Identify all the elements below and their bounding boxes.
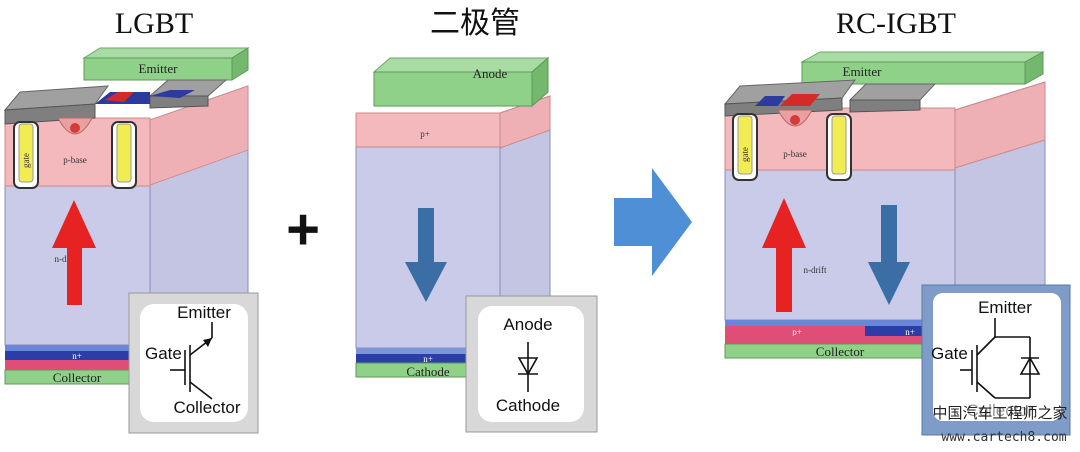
- igbt-emitter-label: Emitter: [139, 61, 179, 76]
- rc-igbt-ndrift-label: n-drift: [804, 265, 827, 275]
- igbt-nplus-label: n+: [72, 351, 82, 361]
- igbt-pbase-label: p-base: [63, 155, 87, 165]
- transition-arrow: [614, 168, 692, 276]
- igbt-symbol-collector: Collector: [173, 398, 240, 417]
- igbt-symbol-emitter: Emitter: [177, 303, 231, 322]
- igbt-gate-label: gate: [21, 153, 31, 168]
- rc-igbt-emitter-label: Emitter: [843, 64, 883, 79]
- rc-igbt-hole-current-arrow: [762, 198, 806, 312]
- diode-symbol-cathode: Cathode: [496, 396, 560, 415]
- igbt-symbol-box: Emitter Gate Collector: [128, 292, 259, 434]
- diode-nplus-label: n+: [423, 354, 433, 364]
- diode-current-arrow: [405, 208, 447, 302]
- rc-igbt-symbol-box: Emitter Gate Collector: [921, 284, 1071, 436]
- rc-igbt-pbase-label: p-base: [783, 149, 807, 159]
- rc-igbt-gate-label: gate: [740, 147, 750, 162]
- rc-igbt-nplus-label: n+: [905, 327, 915, 337]
- watermark-url: www.cartech8.com: [941, 430, 1066, 445]
- title-diode: 二极管: [430, 6, 520, 41]
- igbt-ndrift-label: n-drift: [55, 254, 78, 264]
- igbt-hole-current-arrow: [52, 200, 96, 305]
- rc-igbt-symbol-gate: Gate: [931, 344, 968, 363]
- diode-pplus-label: p+: [420, 129, 430, 139]
- diode-anode-label: Anode: [473, 66, 508, 81]
- igbt-collector-label: Collector: [53, 370, 102, 385]
- igbt-symbol-gate: Gate: [145, 344, 182, 363]
- rc-igbt-collector-label: Collector: [816, 344, 865, 359]
- title-rc-igbt: RC-IGBT: [836, 7, 956, 40]
- watermark-name: 中国汽车工程师之家: [932, 404, 1067, 422]
- diode-cathode-label: Cathode: [406, 364, 450, 379]
- title-igbt: LGBT: [115, 7, 193, 40]
- rc-igbt-diode-current-arrow: [868, 205, 910, 305]
- diode-anode-plate: [373, 71, 533, 107]
- diode-symbol-box: Anode Cathode: [465, 295, 598, 433]
- rc-igbt-pplus-label: p+: [792, 327, 802, 337]
- rc-igbt-symbol-emitter: Emitter: [978, 298, 1032, 317]
- diode-symbol-anode: Anode: [503, 315, 552, 334]
- rc-igbt-symbol-collector: Collector: [966, 401, 1033, 420]
- plus-sign: +: [286, 197, 320, 262]
